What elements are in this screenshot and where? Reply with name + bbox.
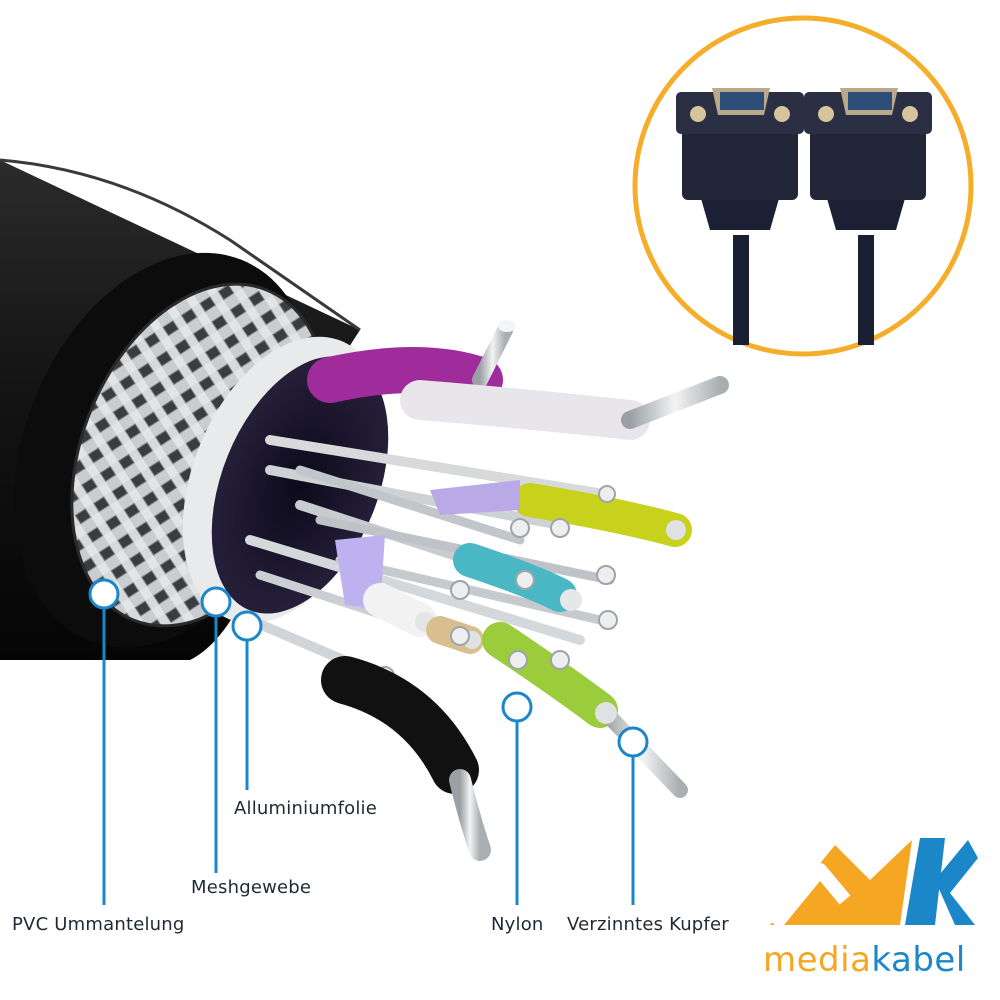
marker-copper xyxy=(617,726,649,758)
marker-nylon xyxy=(501,691,533,723)
logo-word-media: media xyxy=(763,940,872,980)
label-alu: Alluminiumfolie xyxy=(234,798,378,819)
label-nylon: Nylon xyxy=(491,914,544,935)
vga-plug-left xyxy=(676,88,804,345)
label-pvc: PVC Ummantelung xyxy=(12,914,185,935)
callout-markers xyxy=(88,578,649,758)
callout-lines xyxy=(102,608,635,905)
white-wire xyxy=(400,376,729,440)
logo-wordmark: mediakabel xyxy=(763,940,966,980)
marker-pvc xyxy=(88,578,120,610)
label-copper: Verzinntes Kupfer xyxy=(567,914,729,935)
inner-strands xyxy=(245,435,615,685)
yellow-wire xyxy=(513,483,783,547)
mediakabel-logo-mark xyxy=(769,838,978,930)
inset-vga-connectors xyxy=(632,15,974,357)
marker-alu xyxy=(231,610,263,642)
logo-word-kabel: kabel xyxy=(871,940,966,980)
vga-plug-right xyxy=(804,88,932,345)
purple-wire xyxy=(307,320,516,403)
marker-mesh xyxy=(200,586,232,618)
label-mesh: Meshgewebe xyxy=(191,877,312,898)
black-wire xyxy=(321,656,491,861)
